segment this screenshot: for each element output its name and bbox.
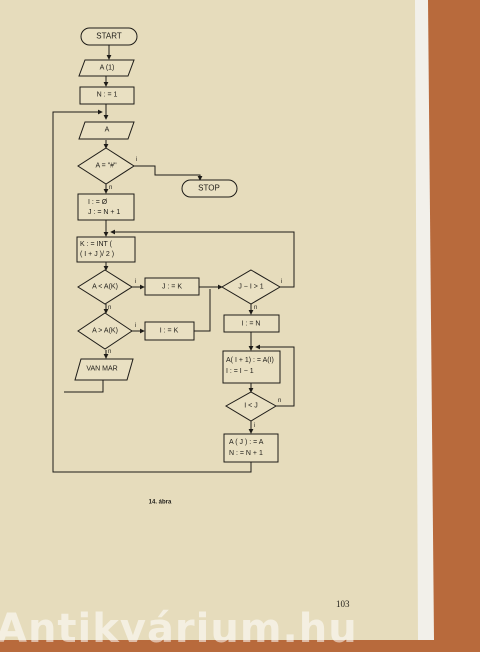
hash-test-diamond — [77, 147, 135, 185]
gap-test-diamond — [221, 269, 281, 305]
watermark: Antikvárium.hu — [0, 606, 358, 652]
hash-test-label: A = "#" — [95, 162, 117, 170]
set-i-n-label: I : = N — [241, 320, 261, 328]
flowchart-shapes — [74, 27, 281, 463]
output-box — [74, 358, 134, 381]
init-label-1: I : = Ø — [88, 199, 108, 206]
output-label: VAN MAR — [86, 365, 118, 373]
stop-label: STOP — [198, 183, 220, 193]
page-number: 103 — [336, 599, 350, 609]
set-k-box — [76, 236, 136, 263]
hash-no-tag: n — [109, 185, 113, 191]
set-j-box — [144, 277, 200, 296]
insert-box — [223, 433, 279, 463]
set-i-label: I : = K — [159, 327, 179, 335]
ij-no-tag: i — [254, 423, 256, 429]
start-terminal — [80, 27, 138, 46]
ij-test-diamond — [225, 391, 277, 422]
greater-test-diamond — [77, 312, 133, 350]
input-a-label: A — [104, 126, 110, 134]
greater-test-label: A > A(K) — [92, 327, 118, 335]
book-page — [0, 0, 418, 640]
init-box — [77, 193, 135, 221]
gap-yes-tag: i — [281, 279, 283, 285]
set-n-label: N : = 1 — [96, 91, 118, 99]
less-test-label: A < A(K) — [92, 283, 118, 291]
less-no-tag: n — [108, 305, 112, 311]
gap-test-label: J − I > 1 — [238, 283, 264, 291]
input-a-box — [78, 121, 135, 140]
set-j-label: J : = K — [161, 283, 183, 291]
set-n-box — [79, 86, 135, 105]
set-k-label-1: K : = INT ( — [80, 241, 112, 248]
insert-label-1: A ( J ) : = A — [229, 439, 264, 446]
set-i-box — [144, 321, 195, 341]
set-k-label-2: ( I + J )/ 2 ) — [80, 251, 115, 258]
init-label-2: J : = N + 1 — [88, 209, 121, 216]
less-yes-tag: i — [135, 279, 137, 285]
gap-no-tag: n — [254, 305, 258, 311]
shift-label-2: I : = I − 1 — [226, 368, 254, 375]
ij-yes-tag: n — [278, 398, 282, 404]
input-a1-box — [78, 59, 135, 77]
ij-test-label: I < J — [244, 402, 258, 410]
figure-caption: 14. ábra — [148, 499, 172, 506]
shift-box — [222, 350, 281, 384]
insert-label-2: N : = N + 1 — [229, 450, 263, 457]
start-label: START — [96, 31, 122, 41]
greater-no-tag: n — [108, 349, 112, 355]
shift-label-1: A( I + 1) : = A(I) — [226, 357, 274, 364]
set-i-n-box — [223, 314, 280, 333]
less-test-diamond — [77, 269, 133, 305]
hash-yes-tag: i — [136, 157, 138, 163]
stop-terminal — [181, 179, 238, 198]
flowchart — [52, 45, 295, 473]
greater-yes-tag: i — [135, 323, 137, 329]
input-a1-label: A (1) — [99, 64, 115, 72]
